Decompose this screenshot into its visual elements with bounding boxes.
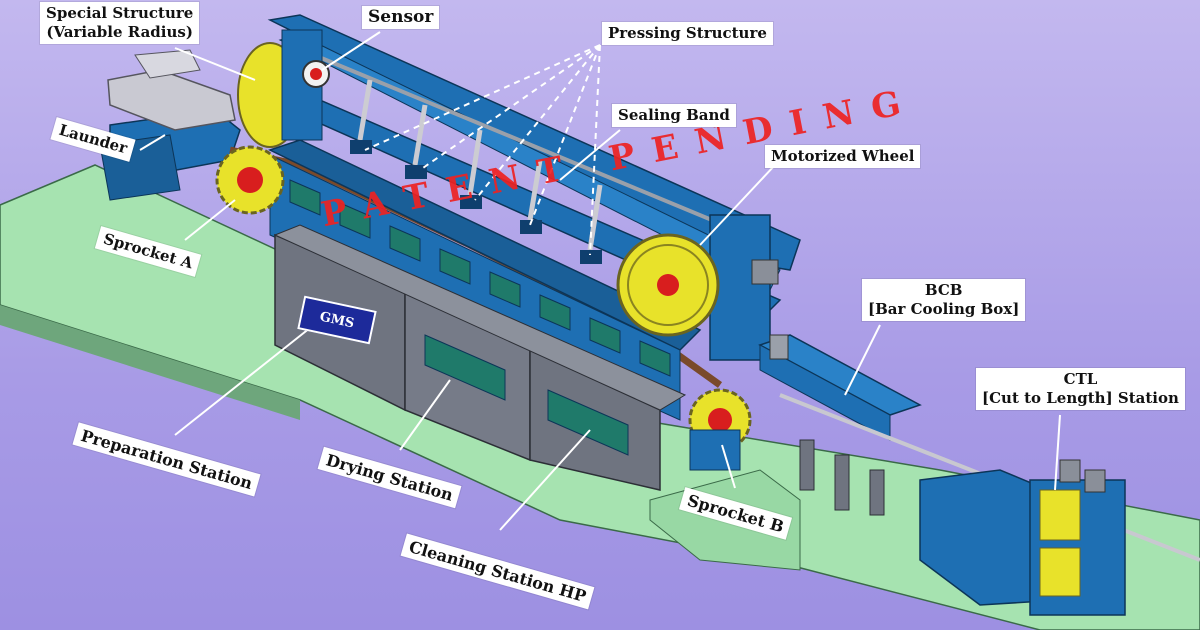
stations-housing [268, 139, 702, 491]
label-ctl-title: CTL [1063, 370, 1098, 388]
floor-front-edge [0, 305, 300, 420]
leader-sensor [321, 31, 381, 71]
gms-logo-text: GMS [318, 309, 356, 331]
leader-ctl [1054, 414, 1061, 491]
label-ctl: CTL [Cut to Length] Station [976, 368, 1185, 410]
label-special-structure: Special Structure (Variable Radius) [40, 2, 200, 44]
leader-sprocket-b [721, 444, 736, 489]
leader-special-structure [174, 47, 256, 81]
leader-motorized-wheel [699, 164, 776, 246]
leader-bcb [844, 324, 881, 396]
label-sealing-band: Sealing Band [612, 104, 736, 127]
label-bcb-sub: [Bar Cooling Box] [868, 300, 1020, 318]
label-bcb-title: BCB [924, 281, 963, 299]
leader-sealing-band [559, 129, 621, 181]
leader-sprocket-a [184, 199, 236, 241]
leader-drying [399, 379, 451, 451]
special-structure-wheel [237, 29, 323, 148]
label-special-structure-sub: (Variable Radius) [46, 23, 193, 41]
label-pressing-structure: Pressing Structure [602, 22, 773, 45]
ctl-station [919, 459, 1126, 616]
launder-unit [99, 49, 241, 201]
label-sensor: Sensor [362, 6, 440, 29]
label-ctl-sub: [Cut to Length] Station [982, 389, 1179, 407]
label-bcb: BCB [Bar Cooling Box] [862, 279, 1026, 321]
leader-cleaning [499, 429, 591, 531]
leader-launder [139, 134, 166, 151]
sprocket-b-part [688, 388, 752, 471]
pressing-leaders [364, 44, 601, 256]
motorized-wheel-part [616, 214, 779, 361]
label-special-structure-title: Special Structure [46, 4, 194, 22]
sensor-part [302, 60, 330, 88]
label-motorized-wheel: Motorized Wheel [765, 145, 921, 168]
leader-preparation [174, 319, 321, 436]
sprocket-a-part [215, 145, 285, 215]
